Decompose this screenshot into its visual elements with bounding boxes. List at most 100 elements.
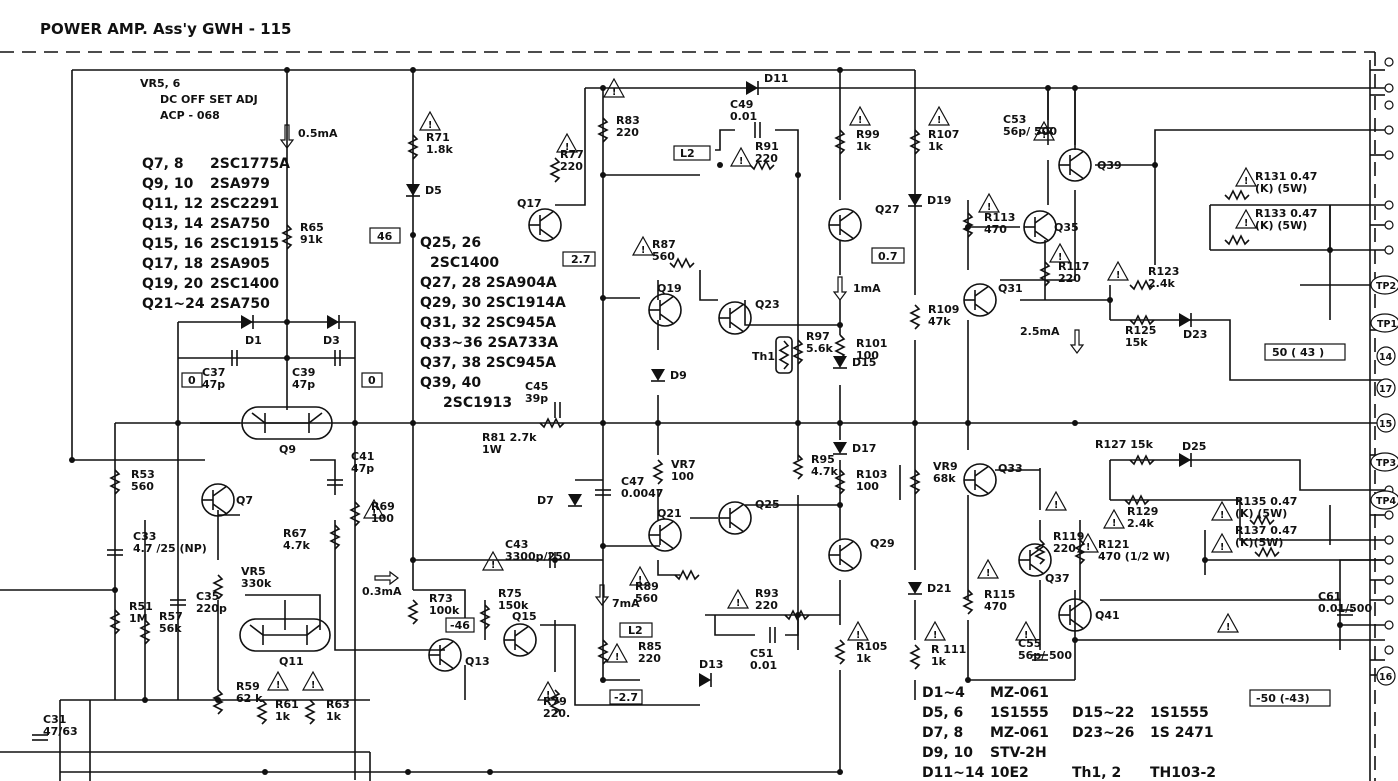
r79-ref-label: R79 [543, 695, 567, 708]
diode-icon [1179, 313, 1191, 327]
resistor-icon [652, 459, 664, 485]
svg-text:!: ! [491, 560, 495, 571]
r61-ref-label: R61 [275, 698, 299, 711]
r121-ref-label: R121 [1098, 538, 1129, 551]
r111-ref-label: R 111 [931, 643, 966, 656]
terminal-17: 17 [1376, 378, 1396, 398]
svg-text:1S1555: 1S1555 [1150, 705, 1209, 721]
resistor-icon [909, 644, 921, 670]
q33-symbol: Q33 [963, 462, 1023, 497]
r83-value-label: 220 [616, 126, 639, 139]
r137-ref-label: R137 0.47 [1235, 524, 1297, 537]
r121-value-label: 470 (1/2 W) [1098, 550, 1170, 563]
resistor-icon [1224, 189, 1250, 201]
resistor-icon [329, 524, 341, 550]
r97-ref-label: R97 [806, 330, 830, 343]
q15-symbol: Q15 [503, 610, 537, 657]
r59-value-label: 62 k [236, 692, 263, 705]
wiring [0, 60, 1385, 781]
vr9-ref-label: VR9 [933, 460, 958, 473]
resistor-icon [834, 334, 846, 360]
resistor-icon [1249, 514, 1275, 526]
r89-value-label: 560 [635, 592, 658, 605]
resistor-icon [597, 117, 609, 143]
q23-label: Q23 [755, 298, 780, 311]
c51-ref-label: C51 [750, 647, 773, 660]
resistor-icon [1039, 261, 1051, 287]
warning-icon: ! [923, 620, 947, 641]
q17-symbol: Q17 [517, 197, 562, 242]
voltage-tags: 46 2.7 0.7 L2 0 0 -46 L2 -2.7 50 ( 43 ) … [181, 145, 1346, 707]
diode-icon [651, 369, 665, 381]
resistor-icon [479, 604, 491, 630]
svg-text:Q9, 10: Q9, 10 [142, 176, 194, 192]
d19-symbol: D19 [908, 194, 951, 207]
svg-text:!: ! [858, 115, 862, 126]
terminal-tp3: TP3 [1370, 452, 1398, 472]
svg-text:!: ! [276, 680, 280, 691]
svg-text:10E2: 10E2 [990, 765, 1029, 781]
r107-ref-label: R107 [928, 128, 959, 141]
c49-ref-label: C49 [730, 98, 753, 111]
resistor-icon [109, 469, 121, 495]
d13-label: D13 [699, 658, 723, 671]
svg-text:!: ! [1112, 518, 1116, 529]
svg-text:TP1: TP1 [1377, 319, 1397, 330]
d7-symbol: D7 [537, 494, 582, 507]
diode-icon [327, 315, 339, 329]
svg-text:!: ! [1024, 630, 1028, 641]
warning-icon: ! [536, 680, 560, 701]
c55-value-label: 56p/ 500 [1018, 649, 1072, 662]
warning-icon: ! [848, 105, 872, 126]
svg-text:!: ! [641, 245, 645, 256]
r129-value-label: 2.4k [1127, 517, 1154, 530]
r113-value-label: 470 [984, 223, 1007, 236]
diode-icon [568, 494, 582, 506]
diode-icon [908, 194, 922, 206]
r133-component: R133 0.47(K) (5W) [1224, 207, 1317, 246]
vr7-ref-label: VR7 [671, 458, 696, 471]
svg-text:!: ! [612, 87, 616, 98]
resistor-icon [407, 599, 419, 625]
r93-ref-label: R93 [755, 587, 779, 600]
r133-ref-label: R133 0.47 [1255, 207, 1317, 220]
resistor-icon [1254, 546, 1280, 558]
d5-symbol: D5 [406, 184, 442, 197]
resistor-icon [834, 129, 846, 155]
d21-label: D21 [927, 582, 951, 595]
svg-text:Q25, 26: Q25, 26 [420, 235, 481, 251]
r75-ref-label: R75 [498, 587, 522, 600]
r133-value-label: (K) (5W) [1255, 219, 1307, 232]
r135-value-label: (K) (5W) [1235, 507, 1287, 520]
d25-label: D25 [1182, 440, 1206, 453]
warning-icon: ! [726, 588, 750, 609]
svg-text:Th1, 2: Th1, 2 [1072, 765, 1121, 781]
svg-text:Q31, 32 2SC945A: Q31, 32 2SC945A [420, 315, 556, 331]
c49-value-label: 0.01 [730, 110, 757, 123]
r125-value-label: 15k [1125, 336, 1148, 349]
r127-component: R127 15k [1095, 438, 1155, 466]
q21-label: Q21 [657, 507, 682, 520]
svg-text:2SA979: 2SA979 [210, 176, 270, 192]
resistor-icon [909, 129, 921, 155]
q19-symbol: Q19 [648, 282, 682, 327]
svg-text:TP3: TP3 [1376, 458, 1396, 469]
q31-label: Q31 [998, 282, 1023, 295]
resistor-icon [792, 339, 804, 365]
components: R711.8kR6591kR83220R77220C490.01R91220R9… [32, 98, 1372, 741]
svg-text:Q27, 28 2SA904A: Q27, 28 2SA904A [420, 275, 557, 291]
svg-text:Q15, 16: Q15, 16 [142, 236, 203, 252]
warning-icon: ! [266, 670, 290, 691]
